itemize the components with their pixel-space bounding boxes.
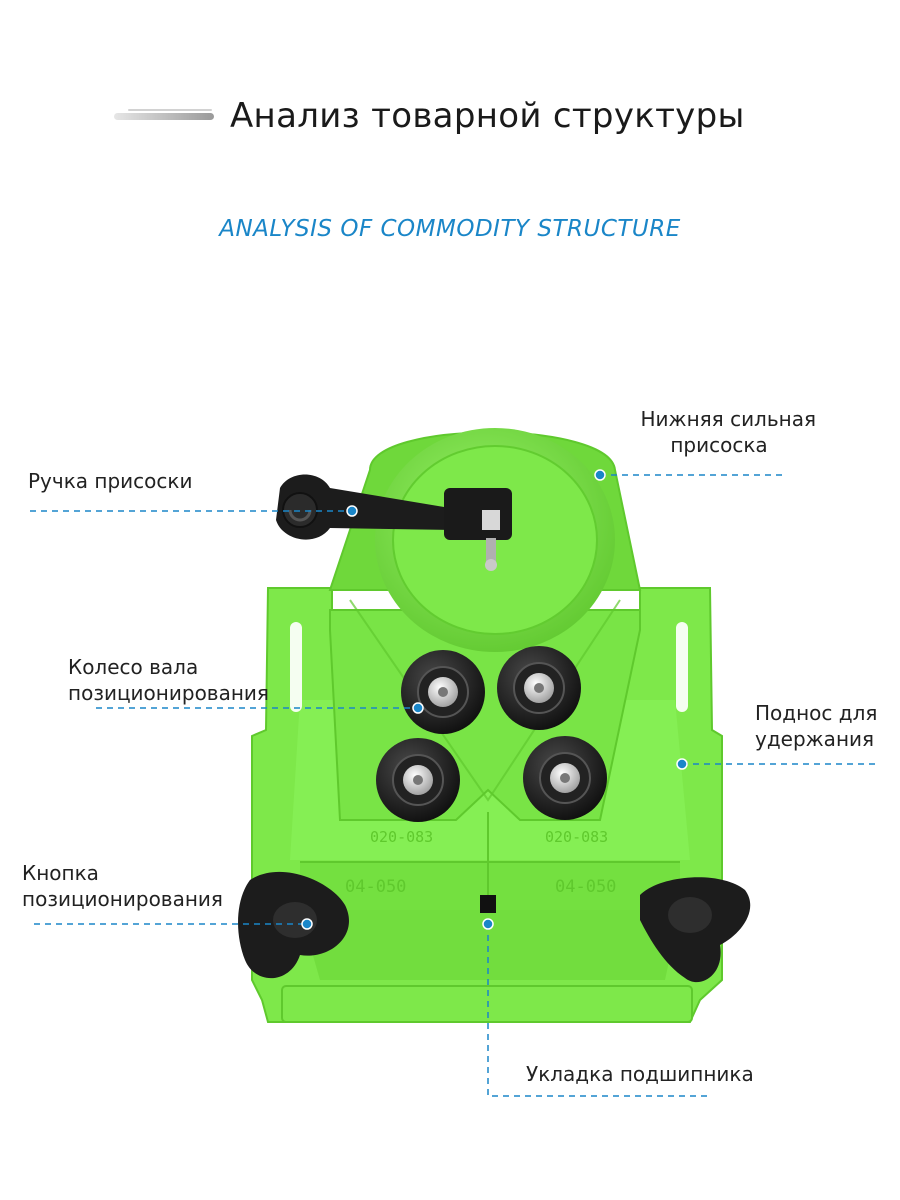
label-holding-tray-line-2: удержания (755, 727, 875, 751)
label-positioning-knob-line-1: Кнопка (22, 861, 99, 885)
callout-dots (301, 469, 688, 930)
positioning-wheel-3 (376, 738, 460, 822)
callout-dot-holding-tray (676, 758, 688, 770)
title-decoration-icon (114, 109, 214, 120)
page-title: Анализ товарной структуры (230, 96, 745, 136)
marking-lower-left: 04-050 (345, 877, 406, 897)
marking-upper-left: 020-083 (370, 828, 433, 846)
page-subtitle: ANALYSIS OF COMMODITY STRUCTURE (219, 216, 681, 242)
label-positioning-knob-line-2: позиционирования (22, 887, 223, 911)
label-strong-suction-line-1: Нижняя сильная (640, 407, 816, 431)
label-positioning-knob: Кнопка позиционирования (22, 860, 223, 912)
callout-lines (30, 474, 878, 1097)
label-bearing-laying: Укладка подшипника (526, 1061, 754, 1087)
label-positioning-wheel: Колесо вала позиционирования (68, 654, 269, 706)
callout-dot-positioning-wheel (412, 702, 424, 714)
label-suction-handle-text: Ручка присоски (28, 469, 193, 493)
label-holding-tray-line-1: Поднос для (755, 701, 878, 725)
marking-lower-right: 04-050 (555, 877, 616, 897)
title-row: Анализ товарной структуры (108, 88, 745, 144)
label-suction-handle: Ручка присоски (28, 468, 192, 494)
label-strong-suction: Нижняя сильная присоска (622, 406, 816, 458)
label-bearing-laying-text: Укладка подшипника (526, 1062, 754, 1086)
callout-dot-suction-handle (346, 505, 358, 517)
label-positioning-wheel-line-2: позиционирования (68, 681, 269, 705)
callout-dot-positioning-knob (301, 918, 313, 930)
callout-line-bearing-laying (487, 924, 708, 1097)
marking-upper-right: 020-083 (545, 828, 608, 846)
positioning-knob-right (640, 877, 751, 983)
bearing-slot (480, 895, 496, 913)
label-holding-tray: Поднос для удержания (755, 700, 877, 752)
positioning-wheel-2 (497, 646, 581, 730)
positioning-wheel-1 (401, 650, 485, 734)
positioning-wheel-4 (523, 736, 607, 820)
callout-dot-bearing-laying (482, 918, 494, 930)
label-positioning-wheel-line-1: Колесо вала (68, 655, 199, 679)
label-strong-suction-line-2: присоска (670, 433, 768, 457)
callout-dot-strong-suction (594, 469, 606, 481)
suction-handle (276, 474, 512, 571)
